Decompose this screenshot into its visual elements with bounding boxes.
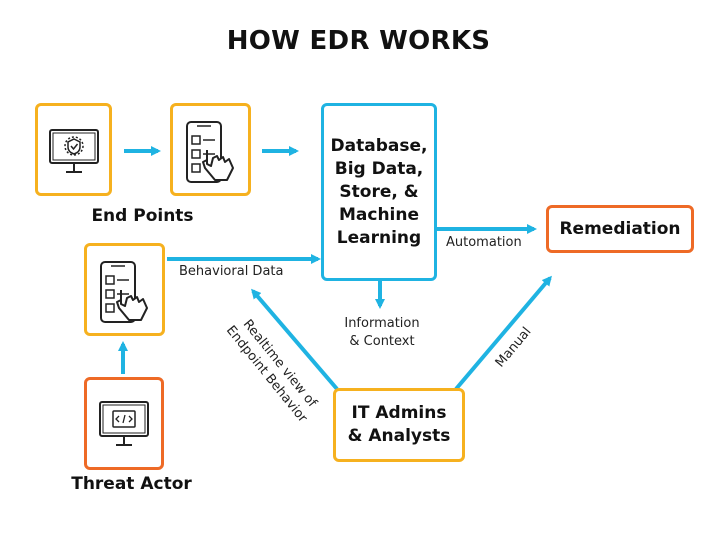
database-line-4: Machine [338, 204, 420, 225]
diagram-title: HOW EDR WORKS [226, 26, 491, 56]
arrow-realtime-view [251, 288, 339, 391]
database-label: Database, Big Data, Store, & Machine Lea… [321, 103, 437, 281]
remediation-label: Remediation [559, 219, 681, 239]
information-context-label: Information & Context [330, 315, 434, 351]
threat-actor-label: Threat Actor [71, 474, 192, 494]
threat-phone-box [84, 243, 165, 336]
information-line-1: Information [344, 316, 420, 331]
monitor-code-icon [99, 401, 149, 446]
threat-actor-box [84, 377, 164, 470]
it-admins-label: IT Admins & Analysts [333, 388, 465, 462]
information-line-2: & Context [349, 334, 415, 349]
database-line-2: Big Data, [334, 158, 424, 179]
remediation-box [546, 205, 694, 253]
monitor-shield-icon [49, 129, 99, 173]
database-box [321, 103, 437, 281]
behavioral-data-label: Behavioral Data [179, 264, 284, 279]
phone-touch-icon [186, 121, 234, 183]
database-line-5: Learning [336, 227, 422, 248]
phone-touch-icon [100, 261, 148, 323]
it-admins-line-1: IT Admins [351, 403, 447, 423]
it-admins-line-2: & Analysts [347, 426, 451, 446]
endpoint-monitor-box [35, 103, 112, 196]
automation-label: Automation [446, 235, 522, 250]
it-admins-box [333, 388, 465, 462]
database-line-1: Database, [330, 135, 428, 156]
arrow-manual [454, 275, 552, 391]
endpoint-phone-box [170, 103, 251, 196]
database-line-3: Store, & [339, 181, 419, 202]
end-points-label: End Points [91, 206, 194, 226]
